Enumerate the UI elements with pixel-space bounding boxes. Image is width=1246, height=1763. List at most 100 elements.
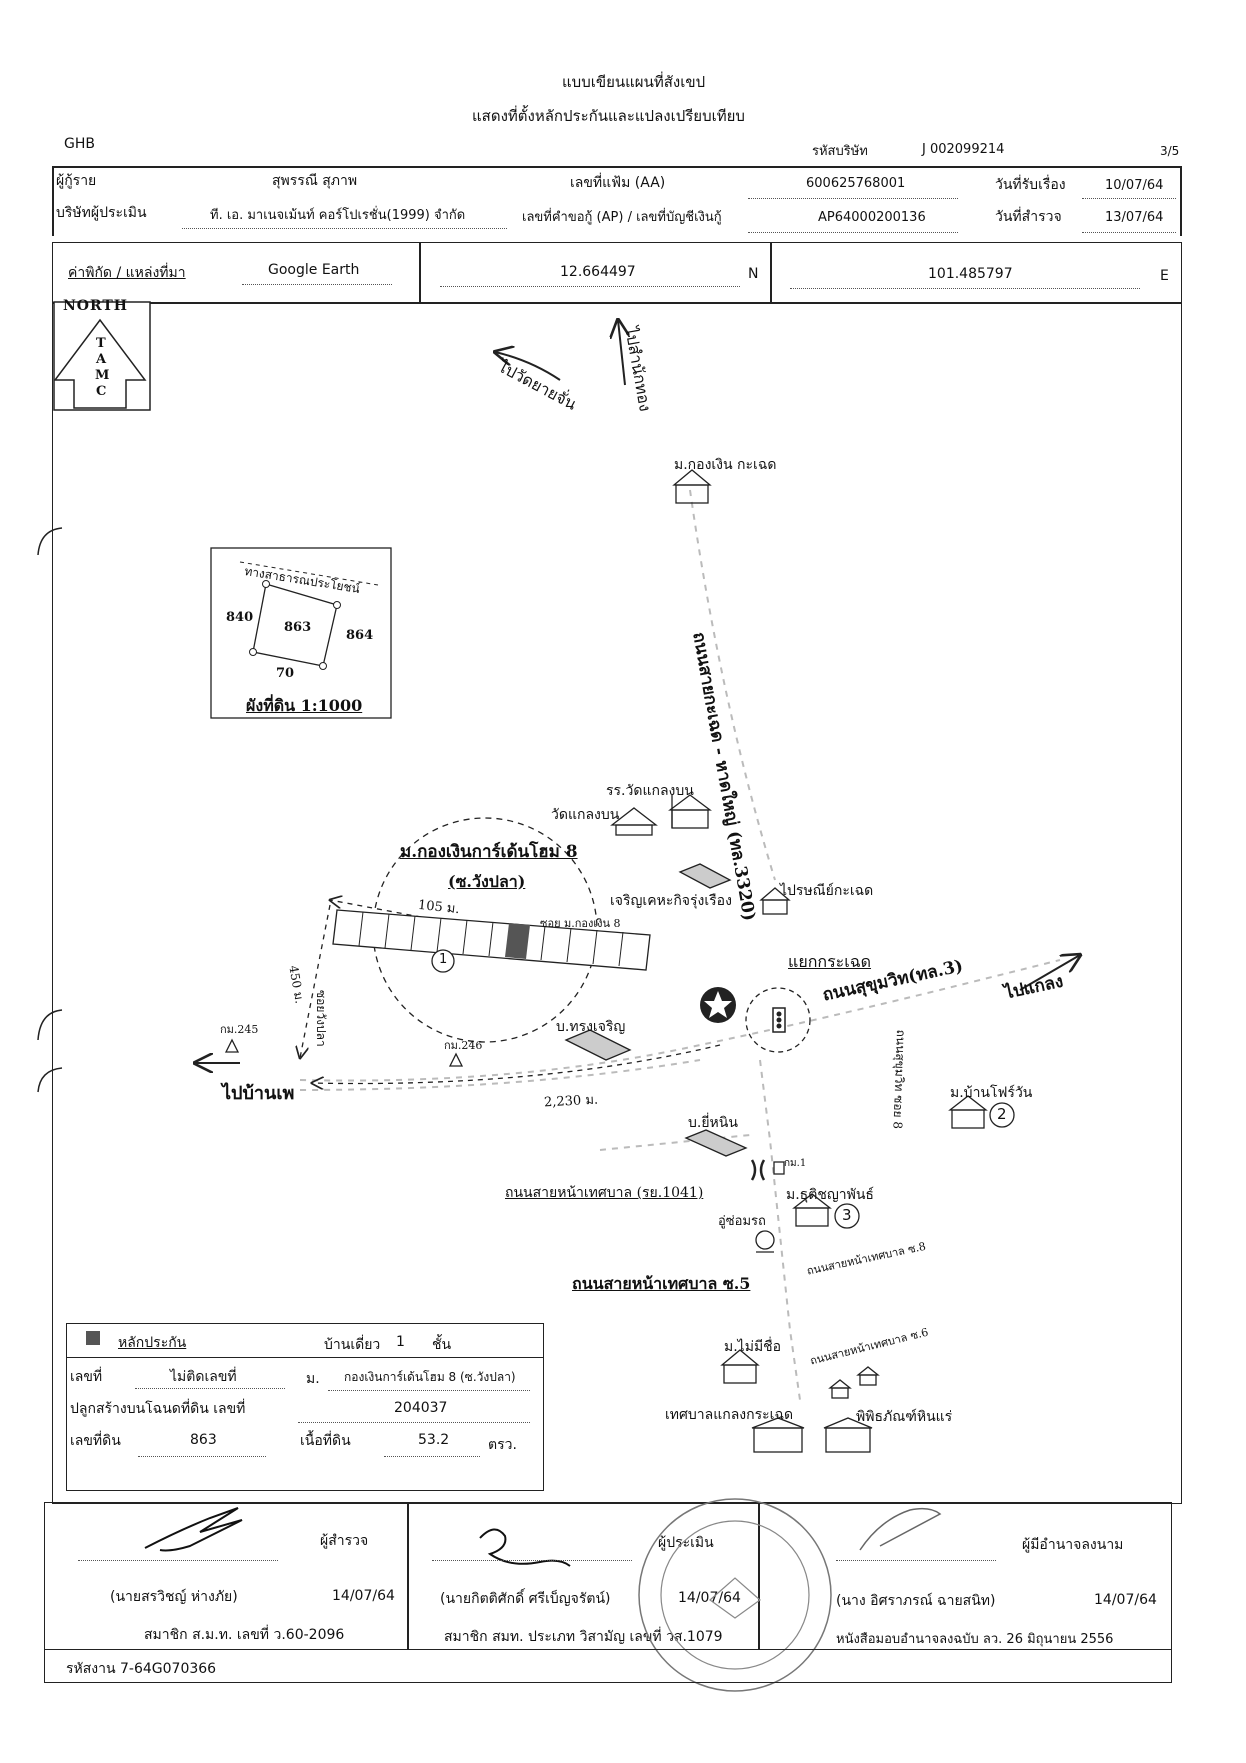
ap-underline [748, 232, 958, 233]
label-soi-wangpla-v: ซอยวังปลา [314, 990, 328, 1047]
label-temple: วัดแกลงบน [551, 807, 620, 823]
label-dist-2230: 2,230 ม. [543, 1092, 599, 1111]
latitude-dir: N [748, 266, 759, 282]
road-south [759, 1059, 801, 1401]
signatory-sign-line [836, 1560, 996, 1561]
label-car-repair: อู่ซ่อมรถ [718, 1214, 766, 1229]
label-km246: กม.246 [444, 1039, 483, 1052]
arrow-samnak-thong [618, 320, 625, 386]
latitude: 12.664497 [560, 264, 636, 280]
area-unit: ตรว. [488, 1437, 517, 1453]
collateral-box [66, 1323, 544, 1491]
ap-value: AP64000200136 [818, 210, 926, 225]
house-icon-kongngoen [672, 469, 712, 504]
borrower-value: สุพรรณี สุภาพ [272, 173, 358, 189]
house-type: บ้านเดี่ยว [324, 1337, 381, 1353]
surveyor-role: ผู้สำรวจ [320, 1533, 369, 1549]
land-no-value: 863 [190, 1432, 217, 1448]
appraiser-underline [182, 228, 507, 229]
floors-unit: ชั้น [432, 1337, 452, 1353]
survey-underline [1082, 232, 1176, 233]
received-underline [1082, 198, 1176, 199]
label-village-fortune: ม.บ้านโฟร์วัน [950, 1085, 1033, 1101]
house-icon-thitiya [792, 1193, 832, 1227]
small-houses-icon [828, 1366, 880, 1399]
label-shop-yinin: บ.ยี่หนิน [688, 1115, 738, 1131]
ghb-label: GHB [64, 136, 95, 152]
house-icon-nameless [720, 1349, 760, 1384]
file-no-underline [748, 198, 958, 199]
km-marker-icons [224, 1038, 785, 1175]
junction-circle [745, 987, 811, 1053]
temple-icon [610, 807, 658, 836]
file-no-label: เลขที่แฟ้ม (AA) [570, 175, 666, 191]
label-km245: กม.245 [220, 1023, 259, 1036]
inset-box [210, 547, 392, 719]
land-no-underline [138, 1456, 266, 1457]
label-soi-kongngoen: ซอย ม.กองเงิน 8 [540, 917, 621, 930]
area-value: 53.2 [418, 1432, 450, 1448]
longitude-dir: E [1160, 268, 1169, 284]
job-code: รหัสงาน 7-64G070366 [66, 1661, 217, 1677]
label-museum: พิพิธภัณฑ์หินแร่ [856, 1409, 953, 1425]
appraiser-sign-line [432, 1560, 632, 1561]
binder-mark-2 [37, 1009, 63, 1041]
shop-yinin-icon [684, 1129, 748, 1157]
arrow-105 [330, 900, 491, 931]
coords-divider-1 [419, 242, 421, 303]
area-underline [384, 1456, 480, 1457]
inset-bottom: 70 [276, 666, 295, 681]
no-underline [135, 1388, 285, 1389]
marker-1 [431, 949, 455, 973]
appraiser-role: ผู้ประเมิน [658, 1535, 714, 1551]
info-right-line [1180, 166, 1182, 236]
label-road-front-5: ถนนสายหน้าเทศบาล ซ.5 [572, 1274, 751, 1293]
surveyor-sign-line [78, 1560, 278, 1561]
surveyor-date: 14/07/64 [332, 1588, 395, 1604]
deed-label: ปลูกสร้างบนโฉนดที่ดิน เลขที่ [70, 1401, 246, 1417]
latitude-underline [440, 286, 740, 287]
ap-label: เลขที่คำขอกู้ (AP) / เลขที่บัญชีเงินกู้ [522, 210, 722, 225]
road-sukhumvit [299, 959, 1061, 1082]
road-1041 [599, 1134, 751, 1151]
signature-section [44, 1502, 1172, 1650]
label-post-office: ไปรษณีย์กะเฉด [780, 883, 874, 899]
received-label: วันที่รับเรื่อง [995, 177, 1066, 193]
marker-2 [989, 1102, 1015, 1128]
coords-source-underline [242, 284, 392, 285]
floors: 1 [396, 1334, 405, 1350]
marker-3 [834, 1203, 860, 1229]
municipality-icon [751, 1417, 805, 1453]
footer-box [44, 1649, 1172, 1683]
coords-divider-2 [770, 242, 772, 303]
borrower-label: ผู้กู้ราย [56, 173, 97, 189]
signatory-name: (นาง อิศราภรณ์ ฉายสนิท) [836, 1593, 996, 1609]
deed-value: 204037 [394, 1400, 448, 1416]
signature-divider-1 [407, 1502, 409, 1650]
longitude: 101.485797 [928, 266, 1013, 282]
surveyor-member: สมาชิก ส.ม.ท. เลขที่ ว.60-2096 [144, 1627, 345, 1643]
road-klaeng [689, 489, 776, 881]
village-label: ม. [306, 1371, 320, 1387]
no-label: เลขที่ [70, 1369, 103, 1385]
appraiser-label: บริษัทผู้ประเมิน [56, 205, 147, 221]
label-sukhumvit-soi8: ถนนสุขุมวิท ซอย 8 [890, 1029, 909, 1130]
collateral-title: หลักประกัน [118, 1335, 187, 1351]
survey-label: วันที่สำรวจ [995, 209, 1062, 225]
title-2: แสดงที่ตั้งหลักประกันและแปลงเปรียบเทียบ [472, 107, 745, 125]
land-no-label: เลขที่ดิน [70, 1433, 121, 1449]
marker-2-number: 2 [997, 1105, 1007, 1123]
label-to-ban-phe: ไปบ้านเพ [222, 1083, 295, 1104]
company-stamp-seal [638, 1498, 832, 1692]
survey-value: 13/07/64 [1105, 210, 1164, 225]
signatory-role: ผู้มีอำนาจลงนาม [1022, 1537, 1124, 1553]
binder-mark-1 [37, 527, 63, 556]
label-km1: กม.1 [784, 1158, 807, 1169]
inset-left: 840 [226, 610, 254, 625]
binder-mark-3 [37, 1067, 63, 1093]
label-school: รร.วัดแกลงบน [606, 783, 694, 799]
signature-signatory [859, 1507, 942, 1551]
label-road-1041: ถนนสายหน้าเทศบาล (รย.1041) [505, 1185, 704, 1201]
company-code: J 002099214 [922, 142, 1005, 157]
